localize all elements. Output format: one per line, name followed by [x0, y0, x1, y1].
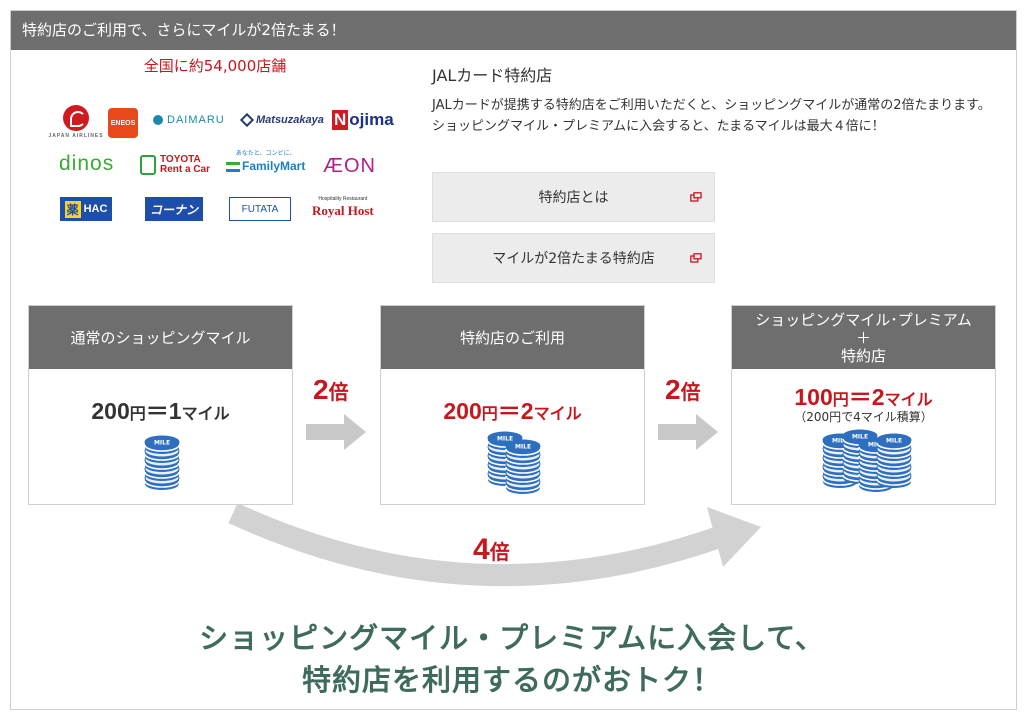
- right-arrow-icon: [306, 414, 366, 450]
- premium-title-line1: ショッピングマイル･プレミアム: [755, 310, 972, 329]
- svg-text:MILE: MILE: [868, 442, 884, 449]
- rate-miles-unit: マイル: [884, 392, 933, 409]
- rate-yen: 200: [443, 398, 482, 424]
- premium-partner-rate: 100円＝2マイル: [732, 378, 995, 412]
- toyota-rentacar-logo: TOYOTA Rent a Car: [140, 155, 210, 175]
- kohnan-logo: コーナン: [145, 197, 203, 221]
- royalhost-logo-text: Royal Host: [312, 203, 374, 218]
- dinos-logo: dinos: [59, 152, 115, 175]
- multiplier-unit: 倍: [680, 382, 701, 404]
- familymart-slogan: あなたと、コンビに、: [235, 151, 296, 157]
- multiplier-unit: 倍: [328, 382, 349, 404]
- curved-arrow-icon: [228, 505, 761, 587]
- rate-equals: ＝: [848, 384, 872, 410]
- about-stores-button[interactable]: 特約店とは: [432, 172, 715, 222]
- external-link-icon: [690, 192, 702, 202]
- svg-text:MILE: MILE: [832, 438, 848, 445]
- toyota-logo-line2: Rent a Car: [160, 164, 211, 175]
- about-stores-button-label: 特約店とは: [538, 190, 609, 206]
- svg-text:MILE: MILE: [852, 434, 868, 441]
- store-count-label: 全国に約54,000店舗: [143, 57, 287, 75]
- svg-text:MILE: MILE: [515, 444, 531, 451]
- multiplier-4x: 4倍: [473, 533, 510, 567]
- multiplier-unit: 倍: [489, 542, 510, 564]
- rate-yen-unit: 円: [129, 406, 146, 423]
- rate-equals: ＝: [497, 398, 521, 424]
- matsuzakaya-logo-text: Matsuzakaya: [256, 114, 324, 126]
- premium-partner-box-title: ショッピングマイル･プレミアム ＋ 特約店: [732, 306, 995, 369]
- daimaru-logo: DAIMARU: [153, 114, 225, 126]
- multiplier-number: 2: [665, 374, 681, 405]
- nojima-logo-text: ojima: [349, 110, 394, 129]
- premium-partner-box: ショッピングマイル･プレミアム ＋ 特約店 100円＝2マイル （200円で4マ…: [731, 305, 996, 505]
- multiplier-2x-first: 2倍: [313, 374, 349, 406]
- multiplier-number: 4: [473, 533, 490, 566]
- normal-mile-box: 通常のショッピングマイル 200円＝1マイル MILE: [28, 305, 293, 505]
- eneos-logo: ENEOS: [108, 108, 138, 138]
- jal-crane-icon: [63, 105, 89, 131]
- multiplier-2x-second: 2倍: [665, 374, 701, 406]
- double-mile-stores-button[interactable]: マイルが2倍たまる特約店: [432, 233, 715, 283]
- rate-yen-unit: 円: [481, 406, 498, 423]
- rate-yen-unit: 円: [832, 392, 849, 409]
- nojima-logo-initial: N: [332, 110, 349, 130]
- toyota-rentacar-icon: [140, 155, 156, 175]
- premium-title-plus: ＋: [855, 328, 871, 347]
- tagline-line2: 特約店を利用するのがおトク！: [301, 663, 722, 697]
- normal-mile-box-title: 通常のショッピングマイル: [29, 306, 292, 369]
- right-arrow-icon: [658, 414, 718, 450]
- aeon-logo: ÆON: [323, 155, 376, 177]
- daimaru-logo-text: DAIMARU: [167, 114, 225, 126]
- royalhost-logo-subtext: Hospitality Restaurant: [318, 196, 368, 202]
- hac-logo-kanji: 薬: [64, 200, 81, 218]
- svg-text:MILE: MILE: [154, 440, 170, 447]
- external-link-icon: [690, 253, 702, 263]
- matsuzakaya-logo: Matsuzakaya: [239, 112, 324, 128]
- familymart-logo: あなたと、コンビに、 FamilyMart: [226, 148, 305, 172]
- multiplier-number: 2: [313, 374, 329, 405]
- royalhost-logo: Hospitality Restaurant Royal Host: [312, 194, 374, 218]
- daimaru-mark-icon: [153, 115, 163, 125]
- rate-yen: 100: [794, 384, 833, 410]
- partner-logos: JAPAN AIRLINES ENEOS DAIMARU Matsuzakaya…: [46, 100, 394, 230]
- premium-title-line3: 特約店: [840, 346, 886, 365]
- normal-mile-rate: 200円＝1マイル: [29, 392, 292, 426]
- rate-miles-unit: マイル: [181, 406, 230, 423]
- double-mile-stores-button-label: マイルが2倍たまる特約店: [492, 251, 655, 267]
- jal-logo-subtext: JAPAN AIRLINES: [48, 133, 104, 139]
- section-header: 特約店のご利用で、さらにマイルが2倍たまる！: [11, 11, 1016, 50]
- rate-miles: 1: [168, 398, 182, 424]
- hac-logo-text: HAC: [83, 203, 108, 215]
- tagline-line1: ショッピングマイル・プレミアムに入会して、: [199, 621, 825, 655]
- mile-coin-stack-icon: MILE: [144, 435, 180, 490]
- partner-store-rate: 200円＝2マイル: [381, 392, 644, 426]
- familymart-logo-text: FamilyMart: [242, 159, 306, 173]
- card-description: JALカードが提携する特約店をご利用いただくと、ショッピングマイルが通常の2倍た…: [432, 98, 991, 134]
- matsuzakaya-mark-icon: [239, 112, 255, 128]
- rate-miles: 2: [520, 398, 534, 424]
- svg-text:MILE: MILE: [497, 436, 513, 443]
- familymart-bar-icon: [226, 161, 240, 172]
- rate-equals: ＝: [145, 398, 169, 424]
- toyota-logo-line1: TOYOTA: [160, 154, 201, 165]
- futata-logo: FUTATA: [229, 197, 291, 221]
- card-title: JALカード特約店: [432, 66, 553, 85]
- rate-miles-unit: マイル: [533, 406, 582, 423]
- premium-rate-note: （200円で4マイル積算）: [794, 410, 933, 424]
- jal-logo: JAPAN AIRLINES: [48, 102, 103, 142]
- rate-yen: 200: [91, 398, 130, 424]
- partner-store-box-title: 特約店のご利用: [381, 306, 644, 369]
- rate-miles: 2: [871, 384, 885, 410]
- svg-text:MILE: MILE: [886, 438, 902, 445]
- promo-tagline: ショッピングマイル・プレミアムに入会して、 特約店を利用するのがおトク！: [0, 617, 1024, 701]
